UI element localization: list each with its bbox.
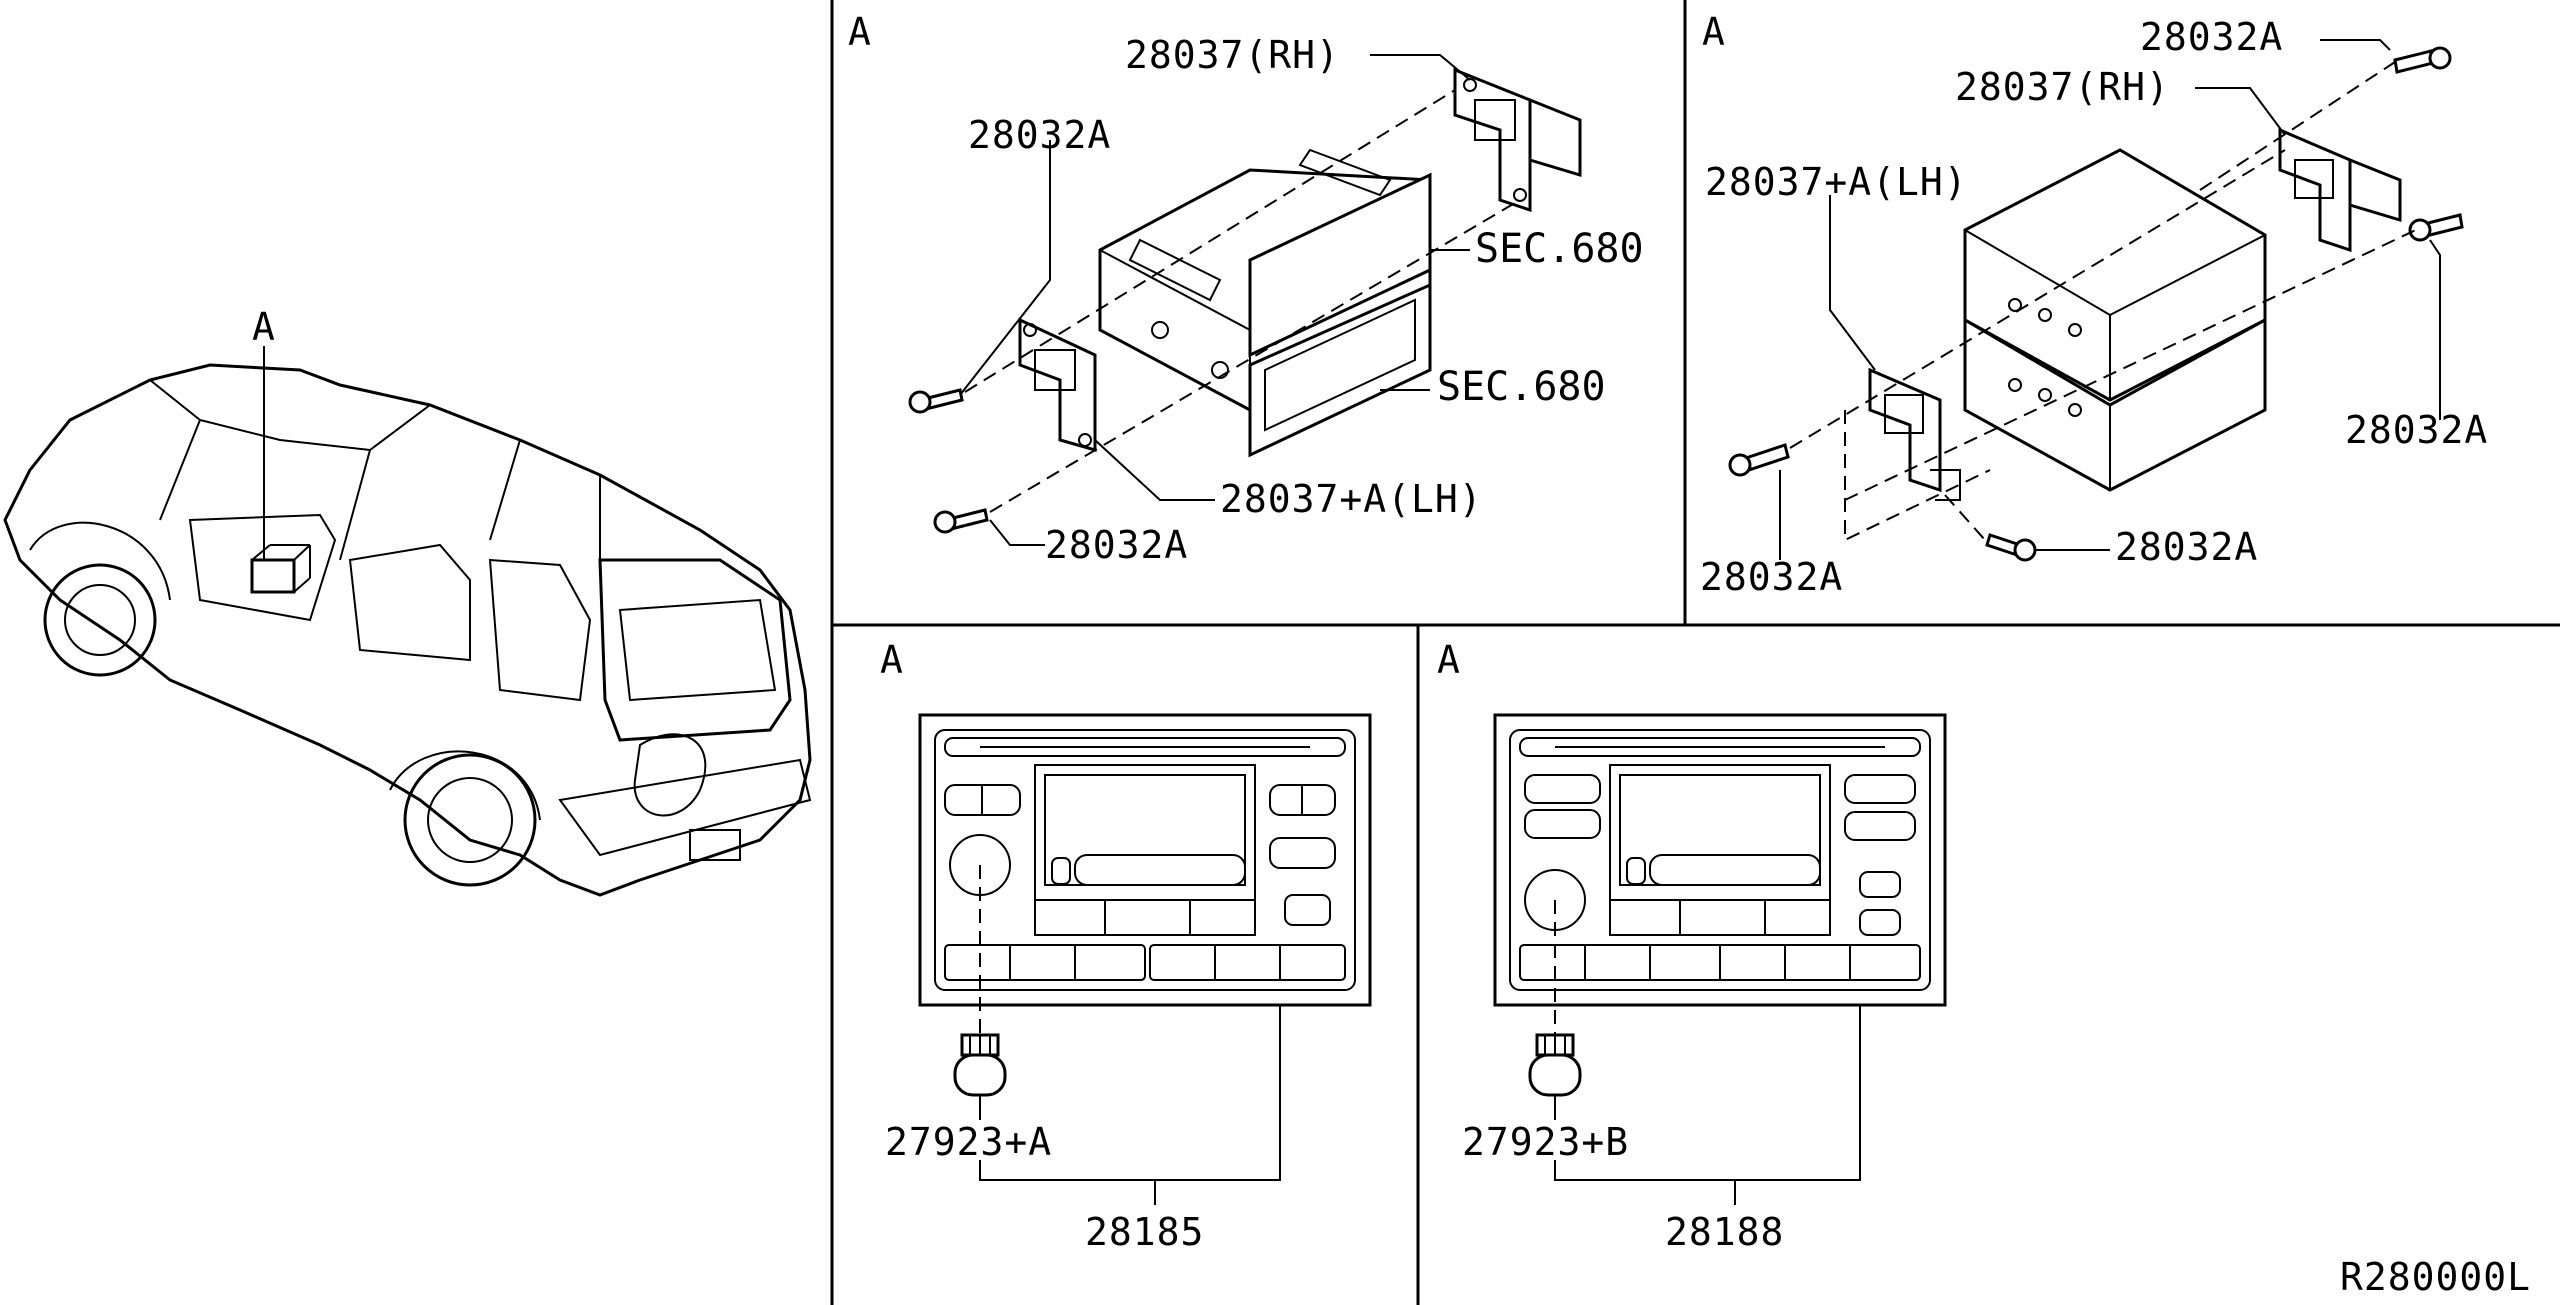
label-screw-right: 28032A: [2345, 408, 2488, 452]
label-knob: 27923+B: [1462, 1120, 1629, 1164]
label-bracket-rh: 28037(RH): [1955, 65, 2170, 109]
label-bracket-lh: 28037+A(LH): [1220, 477, 1483, 521]
section-label: A: [1437, 638, 1461, 682]
section-label: A: [1702, 10, 1726, 54]
label-knob: 27923+A: [885, 1120, 1052, 1164]
label-unit: 28185: [1085, 1210, 1204, 1254]
vehicle-illustration: A: [3, 305, 812, 897]
label-screw-upper: 28032A: [968, 113, 1111, 157]
panel-frames: [830, 0, 2560, 1305]
label-screw-bottom: 28032A: [2115, 525, 2258, 569]
panel-top-right: A 28032A 28037(RH: [1700, 10, 2488, 599]
label-sec-lower: SEC.680: [1437, 364, 1606, 410]
panel-bottom-left: A: [880, 638, 1372, 1254]
vehicle-callout-label: A: [252, 305, 276, 349]
section-label: A: [848, 10, 872, 54]
label-bracket-rh: 28037(RH): [1125, 33, 1340, 77]
panel-top-mid: A: [848, 10, 1644, 567]
label-sec-upper: SEC.680: [1475, 226, 1644, 272]
radio-unit-28188: [1493, 713, 1947, 1007]
label-screw-left: 28032A: [1700, 555, 1843, 599]
label-screw-top: 28032A: [2140, 15, 2283, 59]
label-unit: 28188: [1665, 1210, 1784, 1254]
label-bracket-lh: 28037+A(LH): [1705, 160, 1968, 204]
radio-unit-28185: [918, 713, 1372, 1007]
panel-bottom-right: A: [1437, 638, 1947, 1254]
section-label: A: [880, 638, 904, 682]
knob-27923-a: [953, 865, 1007, 1097]
diagram-ref-code: R280000L: [2340, 1255, 2531, 1299]
knob-27923-b: [1528, 900, 1582, 1097]
label-screw-lower: 28032A: [1045, 523, 1188, 567]
